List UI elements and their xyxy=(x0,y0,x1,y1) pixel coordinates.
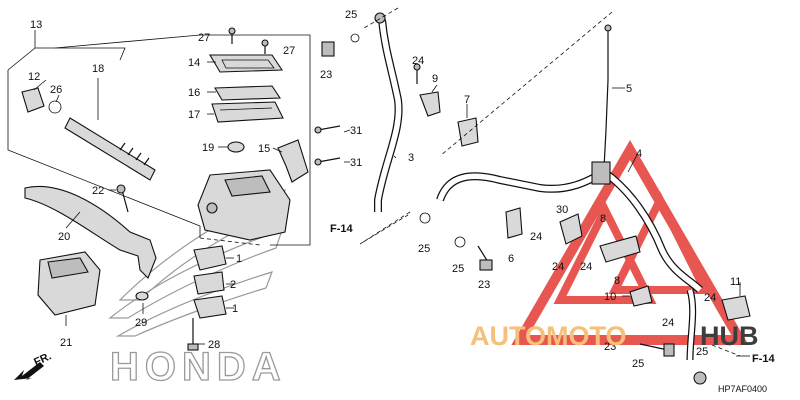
clip-11 xyxy=(721,295,751,321)
callout-11: 11 xyxy=(730,276,741,288)
brake-hose-3 xyxy=(374,12,403,212)
reference-f14-right: F-14 xyxy=(752,353,776,365)
callout-31-lower: 31 xyxy=(350,157,362,169)
leader-lines xyxy=(33,7,741,357)
screw-27-left xyxy=(228,27,236,44)
callout-3: 3 xyxy=(408,152,414,164)
honda-wing-logo xyxy=(108,188,287,337)
callout-24-lowerright: 24 xyxy=(662,317,674,329)
piston-kit-18 xyxy=(64,117,156,181)
holder-1-upper xyxy=(193,245,227,271)
callout-numbers: 13 12 26 18 27 27 14 16 17 19 15 22 20 1… xyxy=(28,9,741,370)
washer-25-top xyxy=(350,33,360,43)
front-arrow-label: FR. xyxy=(32,350,53,368)
diaphragm-17 xyxy=(211,101,284,123)
bolt-28 xyxy=(187,318,199,351)
callout-2: 2 xyxy=(230,279,236,291)
watermark-text-b: HUB xyxy=(700,321,759,351)
callout-24-upper: 24 xyxy=(412,55,424,67)
callout-24-mid: 24 xyxy=(530,231,542,243)
pivot-bolt-22 xyxy=(116,184,129,213)
callout-14: 14 xyxy=(188,57,200,69)
callout-29: 29 xyxy=(135,317,147,329)
callout-24-right: 24 xyxy=(704,292,716,304)
screw-27-right xyxy=(261,39,269,54)
bolt-23-bottom xyxy=(639,343,675,357)
callout-26: 26 xyxy=(50,84,62,96)
callout-25-bottom: 25 xyxy=(632,358,644,370)
callout-15: 15 xyxy=(258,143,270,155)
callout-4: 4 xyxy=(636,148,642,160)
callout-23-bottom: 23 xyxy=(604,341,616,353)
callout-20: 20 xyxy=(58,231,70,243)
callout-23-mid: 23 xyxy=(478,279,490,291)
callout-1-lower: 1 xyxy=(232,303,238,315)
boot-12 xyxy=(21,87,45,113)
callout-19: 19 xyxy=(202,142,214,154)
master-cylinder-body xyxy=(197,169,291,241)
clip-8-lower xyxy=(599,235,641,263)
callout-24-left: 24 xyxy=(552,261,564,273)
bolts-31 xyxy=(314,125,341,166)
callout-5: 5 xyxy=(626,83,632,95)
callout-23-top: 23 xyxy=(320,69,332,81)
clip-9 xyxy=(419,91,441,117)
clip-7 xyxy=(457,117,479,147)
boot-19 xyxy=(227,141,245,153)
callout-25-top: 25 xyxy=(345,9,357,21)
switch-cover-21 xyxy=(37,251,101,316)
callout-25-lower: 25 xyxy=(452,263,464,275)
callout-28: 28 xyxy=(208,339,220,351)
reference-f14-left: F-14 xyxy=(330,223,354,235)
brake-pipe-5 xyxy=(603,24,612,169)
plate-16 xyxy=(214,85,282,101)
callout-6: 6 xyxy=(508,253,514,265)
bolt-23-top xyxy=(321,41,335,57)
clamp-15 xyxy=(277,139,309,183)
honda-brand-outline: HONDA xyxy=(110,345,287,389)
front-arrow xyxy=(14,362,44,380)
callout-1-upper: 1 xyxy=(236,253,242,265)
clip-6 xyxy=(505,207,523,239)
callout-31-upper: 31 xyxy=(350,125,362,137)
reservoir-cap-14 xyxy=(209,54,284,73)
diagram-code: HP7AF0400 xyxy=(718,384,767,394)
callout-9: 9 xyxy=(432,73,438,85)
callout-8-lower: 8 xyxy=(614,275,620,287)
clip-10 xyxy=(629,285,653,307)
washer-25-mid xyxy=(419,212,466,248)
clip-8-upper xyxy=(559,213,583,245)
holder-2 xyxy=(193,271,225,295)
callout-7: 7 xyxy=(464,94,470,106)
callout-18: 18 xyxy=(92,63,104,75)
holder-1-lower xyxy=(193,295,227,319)
callout-30: 30 xyxy=(556,204,568,216)
joint-hose-lower xyxy=(686,288,707,385)
watermark-text-a: AUTOMOTO xyxy=(470,321,627,351)
circlip-26 xyxy=(48,100,62,114)
brake-lever-20 xyxy=(24,186,157,279)
callout-25-mid: 25 xyxy=(418,243,430,255)
callout-8-upper: 8 xyxy=(600,213,606,225)
callout-21: 21 xyxy=(60,337,72,349)
bolt-24-upper xyxy=(413,63,421,84)
callout-25-right: 25 xyxy=(696,346,708,358)
callout-27-left: 27 xyxy=(198,32,210,44)
callout-12: 12 xyxy=(28,71,40,83)
callout-10: 10 xyxy=(604,291,616,303)
callout-27-right: 27 xyxy=(283,45,295,57)
master-cylinder-group-frame xyxy=(7,30,311,246)
callout-16: 16 xyxy=(188,87,200,99)
brake-hose-4 xyxy=(436,161,703,293)
callout-24-center: 24 xyxy=(580,261,592,273)
callout-22: 22 xyxy=(92,185,104,197)
collar-29 xyxy=(135,291,149,301)
bolt-23-lower xyxy=(477,245,493,271)
callout-17: 17 xyxy=(188,109,200,121)
callout-13: 13 xyxy=(30,19,42,31)
